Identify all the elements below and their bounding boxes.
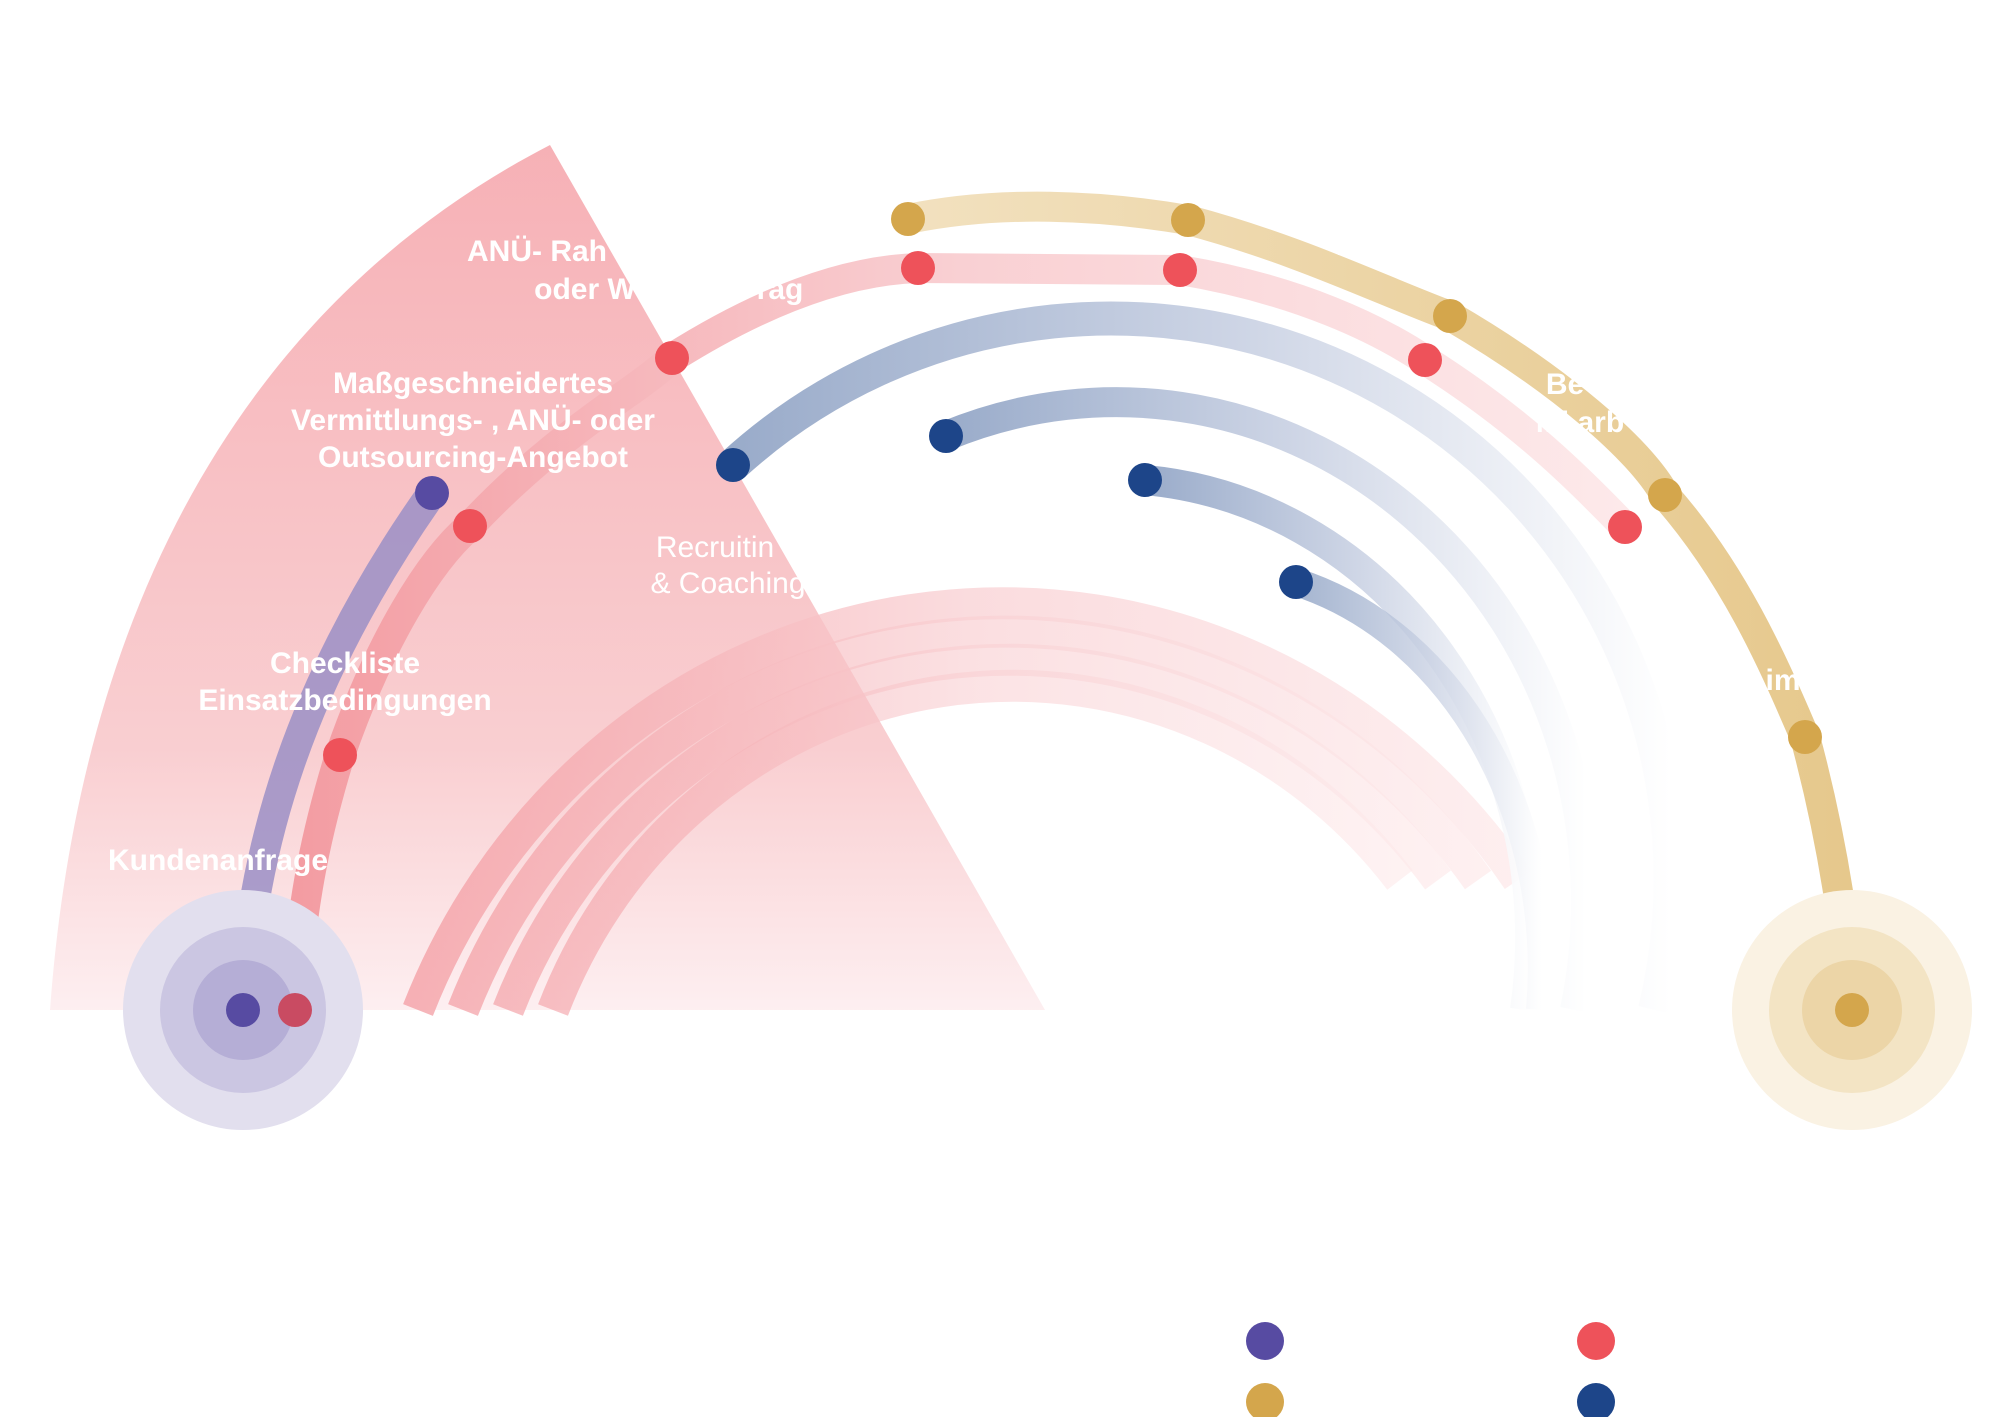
label-n-fragment: n	[1344, 624, 1361, 657]
legend-dot-red	[1577, 1322, 1615, 1360]
legend-dot-navy	[1577, 1383, 1615, 1417]
label-recruiting-line1: Recruitin	[656, 531, 774, 564]
label-buchung-line1: Buchung Unterkünfte	[797, 464, 1079, 497]
dot-gold	[1835, 993, 1869, 1027]
dot-navy	[929, 419, 963, 453]
dot-purple	[226, 993, 260, 1027]
step-labels: Kundenanfrage Checkliste Einsatzbedingun…	[108, 229, 1801, 877]
label-offer-line2: Vermittlungs- , ANÜ- oder	[291, 404, 655, 437]
label-anue-line1: ANÜ- Rah	[467, 235, 607, 268]
dot-red	[655, 341, 689, 375]
label-offer-line1: Maßgeschneidertes	[333, 367, 613, 400]
dot-navy	[1279, 565, 1313, 599]
dot-red	[453, 509, 487, 543]
label-offer-line3: Outsourcing-Angebot	[318, 441, 628, 474]
dot-red	[901, 251, 935, 285]
label-checkliste-line2: Einsatzbedingungen	[198, 684, 491, 717]
label-recruiting-line2: & Coaching	[650, 567, 805, 600]
dot-red	[1408, 343, 1442, 377]
milestone-dots	[226, 202, 1869, 1027]
label-anue-line2: oder W	[534, 273, 636, 306]
legend	[1246, 1322, 1615, 1417]
navy-bands	[721, 301, 1688, 1014]
dot-red	[278, 993, 312, 1027]
dot-navy	[1128, 463, 1162, 497]
label-mitarb-fragment: Mi arb	[1536, 406, 1624, 439]
dot-gold	[1171, 203, 1205, 237]
dot-gold	[1788, 720, 1822, 754]
legend-dot-purple	[1246, 1322, 1284, 1360]
dot-navy	[716, 448, 750, 482]
dot-red	[323, 738, 357, 772]
label-be-fragment: Be	[1546, 368, 1584, 401]
dot-gold	[1648, 478, 1682, 512]
label-checkliste-line1: Checkliste	[270, 647, 420, 680]
legend-dot-gold	[1246, 1383, 1284, 1417]
label-anue-line3: rag	[757, 273, 804, 306]
label-im-fragment: im	[1765, 664, 1800, 697]
dot-red	[1163, 253, 1197, 287]
dot-red	[1608, 510, 1642, 544]
label-ko-fragment: Ko	[1336, 229, 1376, 262]
label-kundenanfrage: Kundenanfrage	[108, 844, 328, 877]
label-buchung-line2: & Transportmittel	[825, 501, 1052, 534]
label-aktuelle: tuelle	[1157, 537, 1229, 570]
dot-gold	[1433, 299, 1467, 333]
gold-arc	[904, 191, 1867, 1012]
dot-gold	[891, 202, 925, 236]
inner-bands	[403, 587, 1532, 1016]
dot-purple	[415, 476, 449, 510]
background-wedge	[50, 145, 1045, 1010]
